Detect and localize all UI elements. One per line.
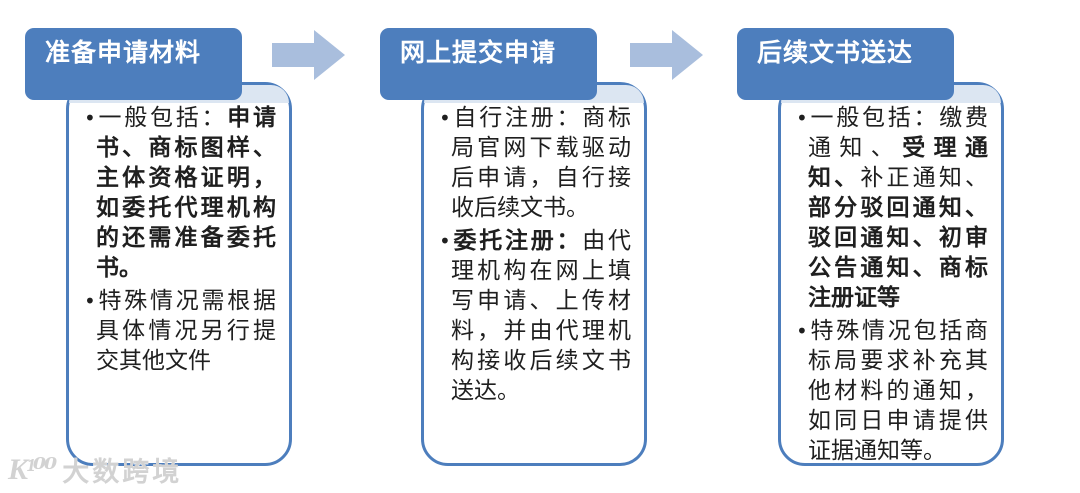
bullet-item: •一般包括：申请书、商标图样、主体资格证明，如委托代理机构的还需准备委托书。 (84, 103, 276, 283)
process-step: •一般包括：缴费通知、受理通知、补正通知、部分驳回通知、驳回通知、初审公告通知、… (737, 0, 1037, 493)
step-detail-box: •一般包括：申请书、商标图样、主体资格证明，如委托代理机构的还需准备委托书。•特… (66, 82, 292, 466)
bullet-text: 补正通知、 (860, 165, 989, 190)
bullet-marker: • (796, 106, 808, 130)
bullet-text-bold: 申请书、商标图样、主体资格证明，如委托代理机构的还需准备委托书。 (96, 105, 277, 280)
bullet-marker: • (439, 106, 451, 130)
bullet-text: 自行注册：商标局官网下载驱动后申请，自行接收后续文书。 (450, 105, 631, 220)
step-header: 准备申请材料 (25, 28, 242, 100)
step-header: 后续文书送达 (737, 28, 954, 100)
step-detail-box: •一般包括：缴费通知、受理通知、补正通知、部分驳回通知、驳回通知、初审公告通知、… (778, 82, 1004, 466)
step-title: 后续文书送达 (757, 40, 914, 67)
bullet-marker: • (84, 289, 96, 313)
bullet-text: 特殊情况需根据具体情况另行提交其他文件 (95, 288, 276, 373)
bullet-text-bold: 部分驳回通知、驳回通知、初审公告通知、商标注册证等 (808, 195, 988, 310)
bullet-item: •特殊情况需根据具体情况另行提交其他文件 (84, 286, 276, 376)
step-detail-box: •自行注册：商标局官网下载驱动后申请，自行接收后续文书。•委托注册：由代理机构在… (421, 82, 647, 466)
step-bullet-list: •一般包括：申请书、商标图样、主体资格证明，如委托代理机构的还需准备委托书。•特… (84, 103, 276, 376)
process-step: •一般包括：申请书、商标图样、主体资格证明，如委托代理机构的还需准备委托书。•特… (25, 0, 325, 493)
bullet-text: 由代理机构在网上填写申请、上传材料，并由代理机构接收后续文书送达。 (451, 228, 632, 403)
bullet-item: •一般包括：缴费通知、受理通知、补正通知、部分驳回通知、驳回通知、初审公告通知、… (796, 103, 988, 313)
watermark-text: 大数跨境 (62, 457, 183, 487)
step-title: 准备申请材料 (45, 40, 202, 67)
bullet-text: 特殊情况包括商标局要求补充其他材料的通知，如同日申请提供证据通知等。 (807, 318, 988, 463)
bullet-item: •特殊情况包括商标局要求补充其他材料的通知，如同日申请提供证据通知等。 (796, 316, 988, 466)
bullet-item: •自行注册：商标局官网下载驱动后申请，自行接收后续文书。 (439, 103, 631, 223)
bullet-item: •委托注册：由代理机构在网上填写申请、上传材料，并由代理机构接收后续文书送达。 (439, 226, 631, 406)
step-header: 网上提交申请 (380, 28, 597, 100)
bullet-text: 一般包括： (95, 105, 228, 130)
arrow-right-icon (630, 30, 703, 80)
bullet-text-bold: 受理通知、 (808, 135, 989, 190)
bullet-marker: • (796, 319, 808, 343)
step-bullet-list: •自行注册：商标局官网下载驱动后申请，自行接收后续文书。•委托注册：由代理机构在… (439, 103, 631, 406)
step-bullet-list: •一般包括：缴费通知、受理通知、补正通知、部分驳回通知、驳回通知、初审公告通知、… (796, 103, 988, 466)
dashukuajing-logo-icon: K¹⁰⁰ (8, 453, 57, 486)
arrow-right-icon (272, 30, 345, 80)
bullet-text-bold: 委托注册： (450, 228, 583, 253)
process-step: •自行注册：商标局官网下载驱动后申请，自行接收后续文书。•委托注册：由代理机构在… (380, 0, 680, 493)
bullet-marker: • (84, 106, 96, 130)
bullet-text: 一般包括：缴费通知、 (807, 105, 988, 160)
step-title: 网上提交申请 (400, 40, 557, 67)
watermark: K¹⁰⁰ 大数跨境 (8, 450, 182, 489)
bullet-marker: • (439, 229, 451, 253)
